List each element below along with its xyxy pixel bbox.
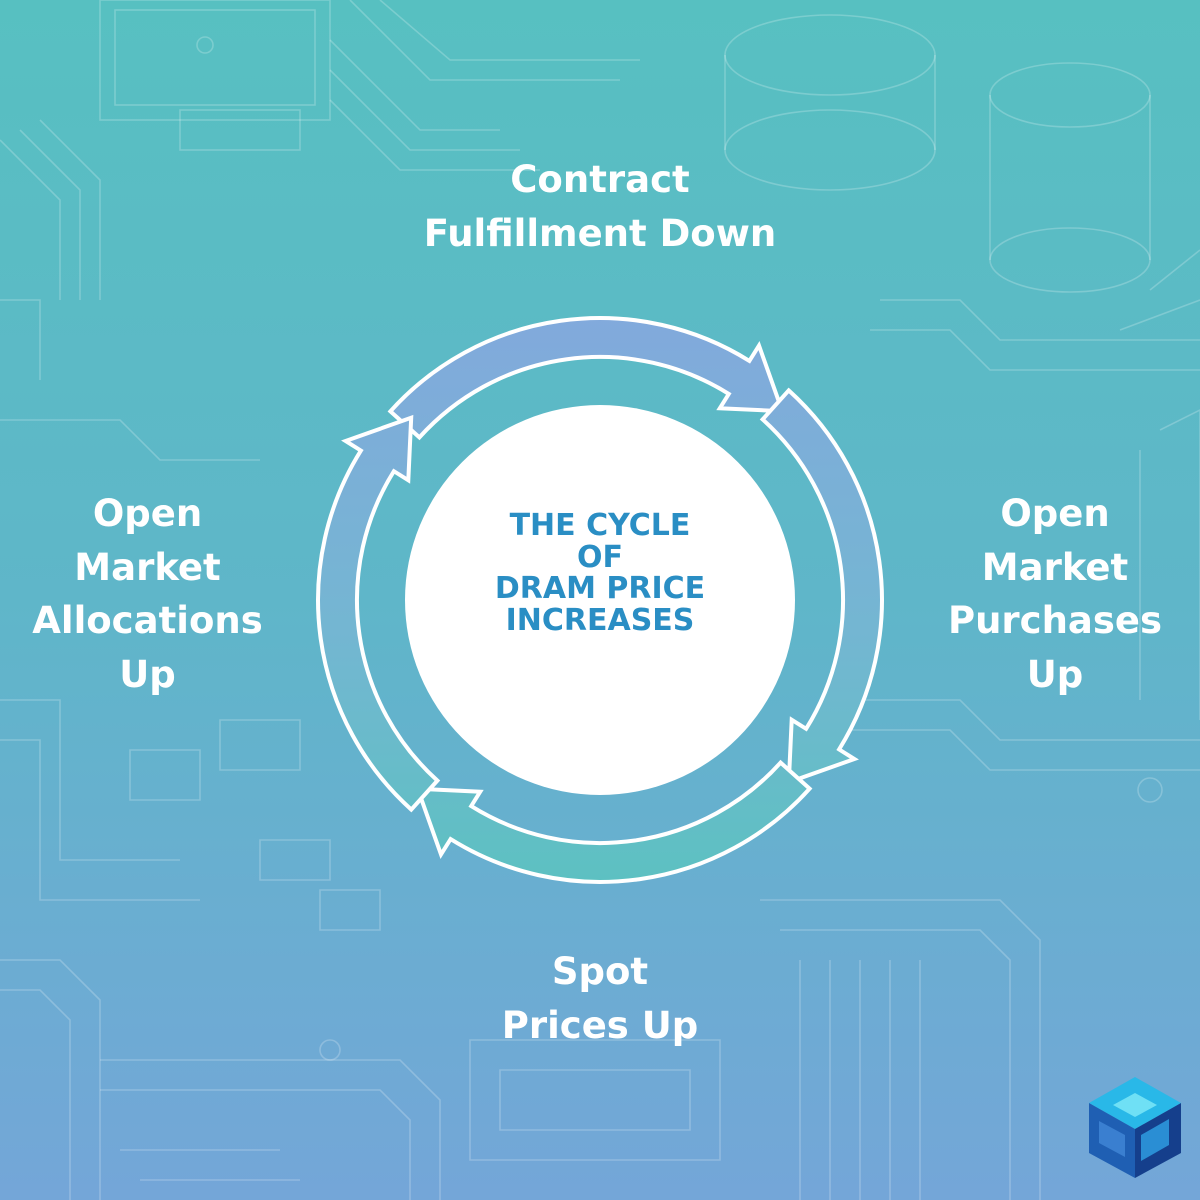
- center-circle: [405, 405, 795, 795]
- center-title-line: THE CYCLE: [509, 508, 691, 543]
- stage-label-spot-prices: Spot Prices Up: [450, 945, 750, 1052]
- stage-label-line: Open: [1000, 492, 1110, 535]
- stage-label-line: Allocations: [32, 599, 263, 643]
- cycle-arrow-spot-prices: [414, 759, 813, 884]
- center-title-line: DRAM PRICE: [494, 571, 706, 606]
- stage-label-line: Up: [119, 652, 176, 696]
- stage-label-line: Purchases: [947, 599, 1163, 643]
- stage-label-contract-fulfillment: Contract Fulfillment Down: [380, 153, 820, 260]
- center-title: THE CYCLE OF DRAM PRICE INCREASES: [430, 510, 770, 636]
- stage-label-line: Contract: [510, 158, 690, 201]
- stage-label-line: Market: [981, 545, 1129, 589]
- stage-label-line: Open: [92, 492, 203, 535]
- cycle-arrow-contract-fulfillment: [387, 316, 786, 441]
- cycle-arrow-open-market-purchases: [759, 387, 884, 786]
- stage-label-line: Up: [1026, 652, 1084, 696]
- center-title-line: OF: [577, 539, 623, 575]
- cycle-arrow-open-market-allocations: [316, 414, 441, 813]
- stage-label-open-market-purchases: Open Market Purchases Up: [930, 487, 1180, 702]
- stage-label-open-market-allocations: Open Market Allocations Up: [15, 487, 280, 702]
- center-title-line: INCREASES: [505, 602, 695, 638]
- cube-logo-icon: [1089, 1077, 1181, 1178]
- stage-label-line: Spot: [551, 950, 649, 993]
- stage-label-line: Market: [74, 545, 221, 589]
- stage-label-line: Prices Up: [501, 1003, 699, 1047]
- stage-label-line: Fulfillment Down: [423, 211, 777, 255]
